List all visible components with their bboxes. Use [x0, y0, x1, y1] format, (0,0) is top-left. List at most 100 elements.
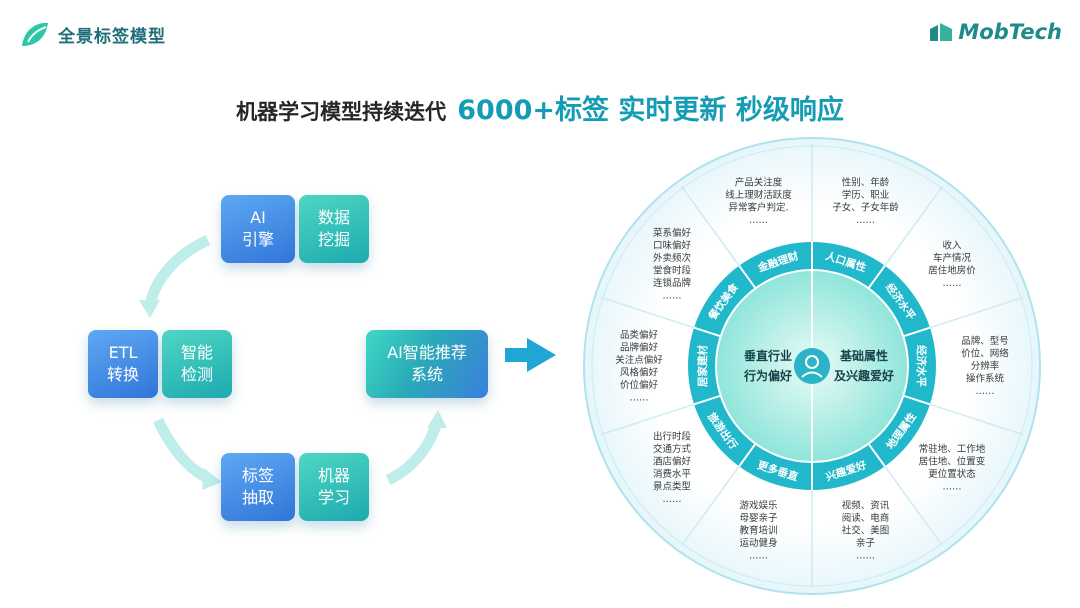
brand-name: MobTech — [958, 20, 1062, 44]
user-avatar-head — [805, 355, 819, 369]
wheel-spoke — [929, 403, 1024, 436]
outer-tag-text-interest: 亲子 — [856, 537, 876, 549]
smart-detect-box: 智能 检测 — [162, 330, 232, 398]
outer-tag-text-economic2: …… — [976, 386, 995, 397]
outer-tag-text-travel: 交通方式 — [653, 443, 692, 455]
outer-tag-text-economic2: 品牌、型号 — [961, 335, 1009, 347]
cycle-arrow-right-bottom — [385, 423, 442, 486]
ai-engine-box: AI 引擎 — [221, 195, 295, 263]
outer-tag-text-demographic: …… — [856, 215, 875, 226]
outer-tag-text-demographic: 子女、子女年龄 — [832, 202, 899, 214]
outer-tag-text-finance: 产品关注度 — [735, 177, 783, 189]
outer-tag-text-interest: …… — [856, 551, 875, 562]
recommend-system-box: AI智能推荐 系统 — [366, 330, 488, 398]
ai-engine-label: AI 引擎 — [241, 208, 274, 249]
outer-tag-text-food: 菜系偏好 — [653, 227, 692, 239]
ring-label: 经济水平 — [915, 345, 928, 387]
outer-tag-text-home: 品牌偏好 — [620, 341, 659, 353]
outer-tag-text-food: …… — [663, 291, 682, 302]
smart-detect-label: 智能 检测 — [180, 343, 213, 384]
outer-tag-text-economic: …… — [942, 278, 961, 289]
etl-box: ETL 转换 — [88, 330, 158, 398]
main-arrow-shaft — [505, 348, 527, 362]
outer-tag-text-vertical: 运动健身 — [740, 537, 778, 549]
wheel-spoke — [680, 465, 740, 547]
wheel-ring-divider — [693, 394, 722, 406]
data-mining-label: 数据 挖掘 — [317, 208, 350, 249]
tag-extract-label: 标签 抽取 — [241, 466, 274, 507]
wheel-ring-divider — [738, 443, 757, 467]
outer-tag-text-home: 关注点偏好 — [615, 354, 663, 366]
center-right-line1: 基础属性 — [839, 348, 888, 363]
outer-tag-text-economic: 收入 — [942, 240, 962, 252]
outer-tag-text-food: 堂食时段 — [653, 265, 692, 277]
user-avatar-icon — [794, 348, 830, 384]
outer-tag-text-home: 风格偏好 — [620, 366, 659, 378]
tag-extract-box: 标签 抽取 — [221, 453, 295, 521]
wheel-ring-divider — [902, 394, 931, 406]
brand-logo: MobTech — [928, 20, 1062, 44]
page-header-title: 全景标签模型 — [58, 27, 166, 47]
ring-label: 居家建材 — [696, 345, 709, 387]
cycle-arrow-left-top-head — [139, 300, 160, 318]
outer-tag-text-economic: 车产情况 — [933, 252, 972, 264]
wheel-spoke — [600, 403, 695, 436]
outer-tag-text-food: 连锁品牌 — [653, 277, 692, 289]
cycle-arrow-right-bottom-head — [427, 410, 447, 428]
data-mining-box: 数据 挖掘 — [299, 195, 369, 263]
outer-tag-text-vertical: …… — [749, 551, 768, 562]
cycle-arrow-left-top — [144, 234, 211, 307]
headline-part2: 6000+标签 实时更新 秒级响应 — [457, 95, 844, 126]
outer-tag-text-home: …… — [630, 392, 649, 403]
wheel-ring-divider — [738, 265, 757, 289]
wheel-spoke — [884, 465, 944, 547]
outer-tag-text-interest: 社交、美图 — [842, 525, 890, 537]
outer-tag-text-interest: 阅读、电商 — [842, 512, 890, 524]
outer-tag-text-travel: 消费水平 — [653, 468, 692, 480]
outer-tag-text-demographic: 性别、年龄 — [842, 177, 890, 189]
etl-label: ETL 转换 — [106, 343, 139, 384]
outer-tag-text-demographic: 学历、职业 — [842, 189, 890, 201]
outer-tag-text-geo: …… — [942, 481, 961, 492]
outer-tag-text-economic2: 价位、网络 — [961, 348, 1009, 360]
center-left-line2: 行为偏好 — [743, 368, 792, 383]
model-logo-icon — [22, 22, 48, 46]
outer-tag-text-home: 价位偏好 — [620, 379, 659, 391]
outer-tag-text-geo: 居住地、位置变 — [919, 455, 986, 467]
outer-tag-text-vertical: 母婴亲子 — [740, 512, 779, 524]
wheel-spoke — [929, 296, 1024, 329]
machine-learning-label: 机器 学习 — [317, 466, 350, 507]
machine-learning-box: 机器 学习 — [299, 453, 369, 521]
outer-tag-text-economic2: 分辨率 — [971, 360, 1000, 372]
outer-tag-text-food: 外卖频次 — [653, 252, 692, 264]
outer-tag-text-finance: 异常客户判定. — [729, 202, 789, 214]
outer-tag-text-home: 品类偏好 — [620, 329, 659, 341]
cycle-arrow-left-bottom — [153, 417, 211, 484]
outer-tag-text-economic2: 操作系统 — [966, 373, 1005, 385]
outer-tag-text-geo: 更位置状态 — [928, 468, 976, 480]
wheel-ring-divider — [867, 443, 886, 467]
outer-tag-text-vertical: 教育培训 — [740, 525, 778, 537]
wheel-ring-divider — [867, 265, 886, 289]
outer-tag-text-geo: 常驻地、工作地 — [919, 443, 986, 455]
outer-tag-text-travel: …… — [663, 494, 682, 505]
outer-tag-text-economic: 居住地房价 — [928, 265, 976, 277]
center-left-line1: 垂直行业 — [744, 348, 792, 363]
outer-tag-text-travel: 酒店偏好 — [653, 455, 692, 467]
user-avatar-body — [801, 371, 823, 378]
headline: 机器学习模型持续迭代 6000+标签 实时更新 秒级响应 — [0, 88, 1080, 127]
brand-mark-icon — [930, 23, 953, 41]
wheel-spoke — [680, 185, 740, 267]
outer-tag-text-travel: 景点类型 — [653, 480, 692, 492]
wheel-ring-divider — [693, 326, 722, 338]
main-arrow-head — [527, 338, 556, 372]
headline-part1: 机器学习模型持续迭代 — [236, 100, 447, 124]
cycle-arrow-left-bottom-head — [202, 468, 222, 490]
wheel-spoke — [884, 185, 944, 267]
center-right-line2: 及兴趣爱好 — [834, 368, 894, 383]
outer-tag-text-interest: 视频、资讯 — [842, 500, 890, 512]
outer-tag-text-finance: 线上理财活跃度 — [725, 189, 792, 201]
wheel-spoke — [600, 296, 695, 329]
